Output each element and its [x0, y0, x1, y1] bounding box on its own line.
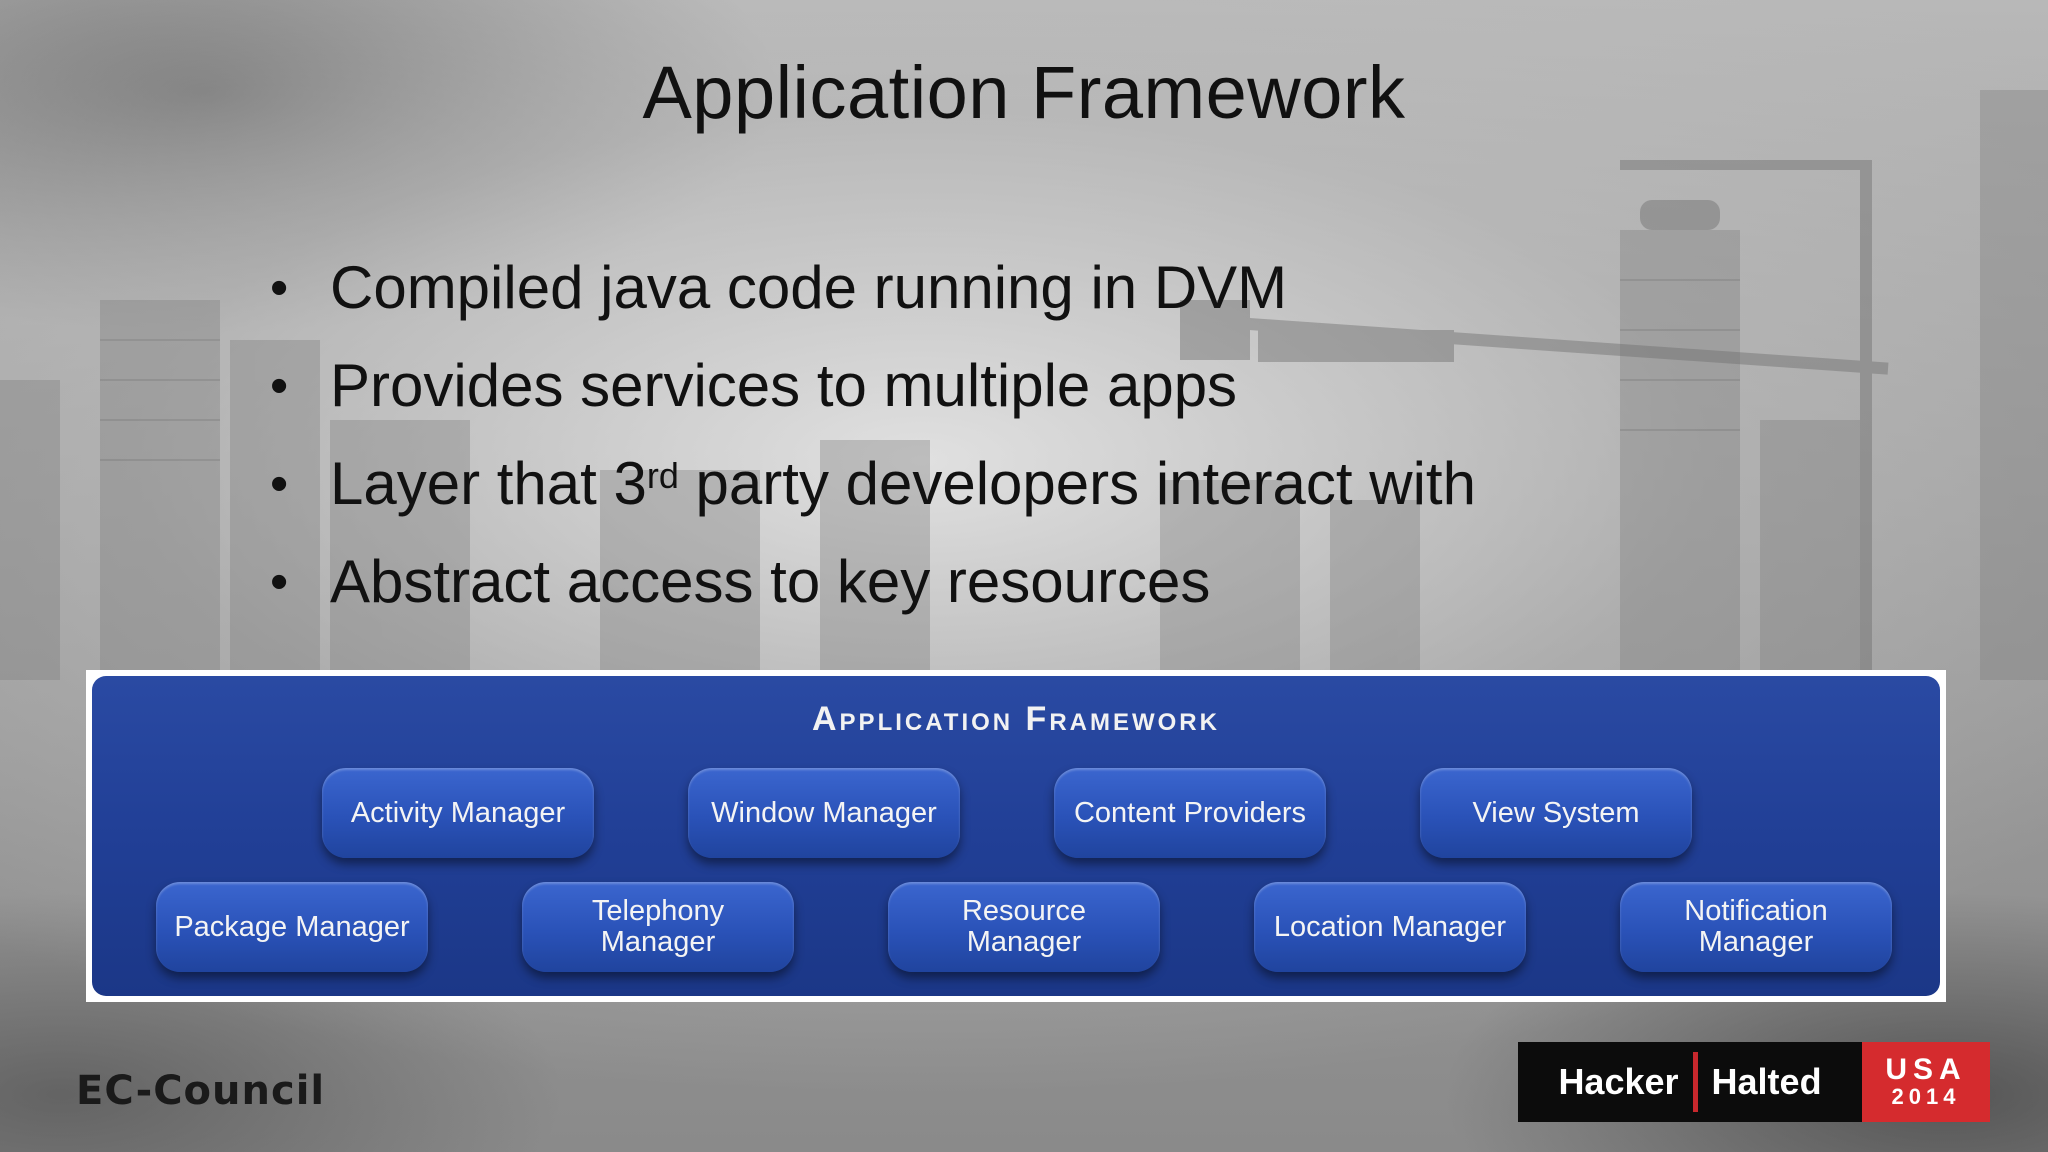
package-manager-box: Package Manager	[156, 882, 428, 972]
logo-word-halted: Halted	[1711, 1061, 1822, 1102]
content-providers-box: Content Providers	[1054, 768, 1326, 858]
bullet-superscript: rd	[646, 455, 679, 496]
activity-manager-box: Activity Manager	[322, 768, 594, 858]
location-manager-box: Location Manager	[1254, 882, 1526, 972]
bullet-text-pre: Layer that 3	[330, 450, 647, 517]
bullet-item: • Abstract access to key resources	[270, 542, 1476, 640]
bullet-marker: •	[270, 357, 289, 415]
view-system-box: View System	[1420, 768, 1692, 858]
diagram-title: Application Framework	[812, 700, 1220, 738]
application-framework-diagram: Application Framework Activity Manager W…	[86, 670, 1946, 1002]
bullet-item: • Compiled java code running in DVM	[270, 248, 1476, 346]
slide-title: Application Framework	[642, 51, 1406, 134]
bullet-marker: •	[270, 259, 289, 317]
bullet-marker: •	[270, 553, 289, 611]
logo-red-section: USA 2014	[1862, 1042, 1990, 1122]
ec-council-logo: EC-Council	[76, 1068, 326, 1114]
resource-manager-box: Resource Manager	[888, 882, 1160, 972]
window-manager-box: Window Manager	[688, 768, 960, 858]
bullet-list: • Compiled java code running in DVM • Pr…	[270, 248, 1476, 640]
bullet-text-post: party developers interact with	[678, 450, 1476, 517]
bullet-text: Abstract access to key resources	[330, 548, 1211, 615]
framework-panel: Application Framework Activity Manager W…	[92, 676, 1940, 996]
notification-manager-box: Notification Manager	[1620, 882, 1892, 972]
hacker-halted-logo: Hacker Halted USA 2014	[1518, 1042, 1990, 1122]
logo-separator	[1692, 1052, 1698, 1112]
logo-black-section: Hacker Halted	[1518, 1042, 1862, 1122]
bullet-item: • Layer that 3rd party developers intera…	[270, 444, 1476, 542]
logo-word-hacker: Hacker	[1558, 1061, 1679, 1102]
bullet-item: • Provides services to multiple apps	[270, 346, 1476, 444]
bullet-marker: •	[270, 455, 289, 513]
bullet-text: Compiled java code running in DVM	[330, 254, 1288, 321]
telephony-manager-box: Telephony Manager	[522, 882, 794, 972]
logo-country: USA	[1885, 1053, 1967, 1086]
logo-year: 2014	[1891, 1084, 1961, 1109]
bullet-text: Provides services to multiple apps	[330, 352, 1238, 419]
